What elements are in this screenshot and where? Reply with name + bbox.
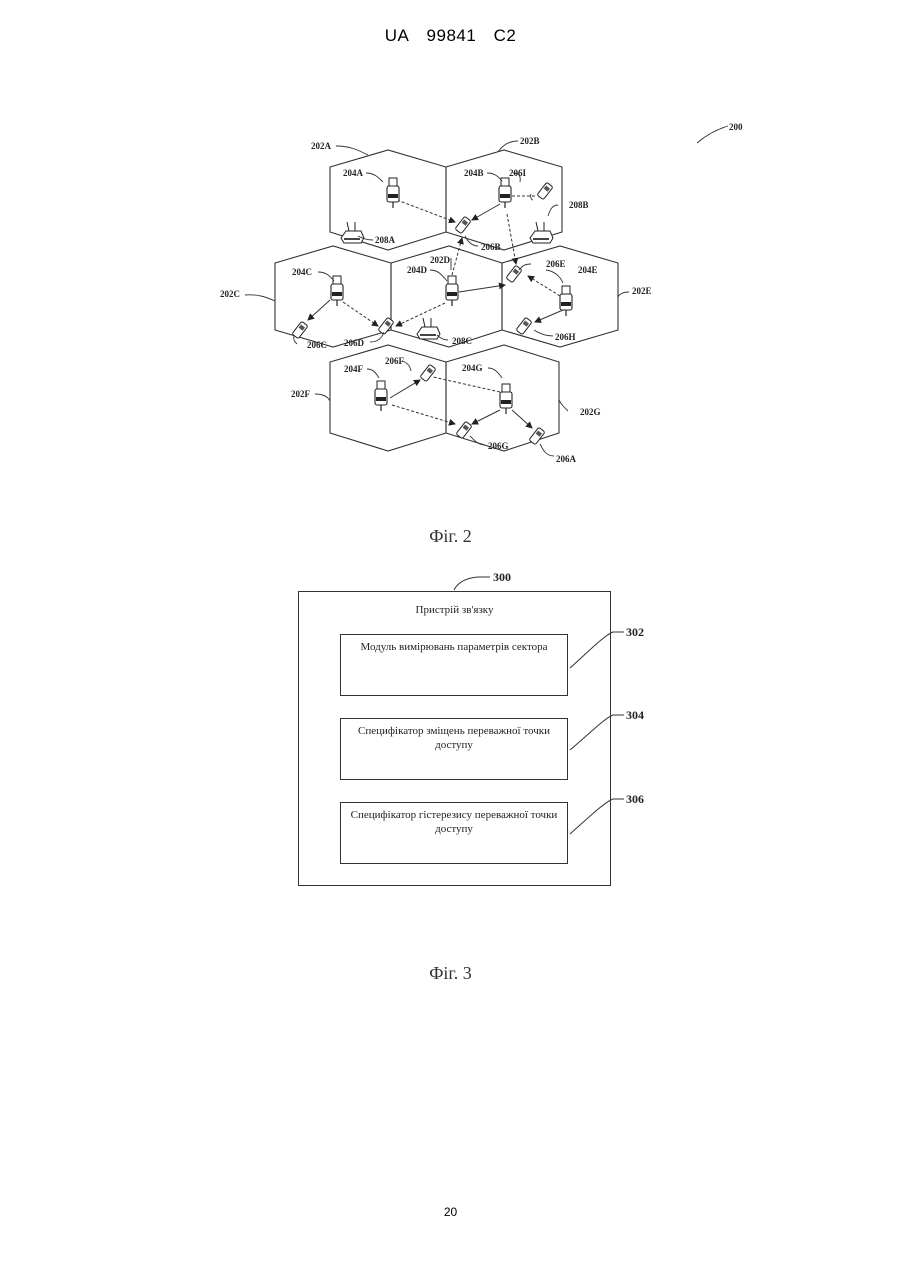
label-206d: 206D (344, 338, 365, 348)
page-number: 20 (0, 1205, 901, 1219)
femto-208a (341, 222, 364, 243)
label-204b: 204B (464, 168, 484, 178)
label-206e: 206E (546, 259, 566, 269)
label-200: 200 (729, 122, 743, 132)
terminal-206d (378, 317, 394, 335)
label-202c: 202C (220, 289, 240, 299)
terminal-206f (420, 364, 436, 382)
link-204g-206f (433, 377, 500, 392)
label-208c: 208C (452, 336, 472, 346)
femto-208c (417, 318, 440, 339)
label-202a: 202A (311, 141, 332, 151)
label-206b: 206B (481, 242, 501, 252)
device-title: Пристрій зв'язку (299, 604, 610, 616)
terminal-206i (537, 182, 553, 200)
communication-device-block: Пристрій зв'язку Модуль вимірювань парам… (298, 591, 611, 886)
label-208a: 208A (375, 235, 396, 245)
label-206f: 206F (385, 356, 405, 366)
link-204d-206d (396, 303, 445, 326)
access-point-204g (500, 384, 512, 414)
terminal-206e (506, 265, 522, 283)
label-204d: 204D (407, 265, 428, 275)
label-202g: 202G (580, 407, 601, 417)
label-206g: 206G (488, 441, 509, 451)
label-202f: 202F (291, 389, 311, 399)
terminal-206g (456, 421, 472, 439)
access-point-204e (560, 286, 572, 316)
label-202d: 202D (430, 255, 451, 265)
label-208b: 208B (569, 200, 589, 210)
link-204g-206a (512, 410, 532, 428)
label-204g: 204G (462, 363, 483, 373)
module-preferred-ap-hysteresis: Специфікатор гістерезису переважної точк… (340, 802, 568, 864)
access-point-204d (446, 276, 458, 306)
label-206i: 206I (509, 168, 527, 178)
access-point-204f (375, 381, 387, 411)
module-306-text: Специфікатор гістерезису переважної точк… (341, 803, 567, 836)
figure-2-caption: Фіг. 2 (0, 526, 901, 547)
label-204c: 204C (292, 267, 312, 277)
module-304-text: Специфікатор зміщень переважної точки до… (341, 719, 567, 752)
femto-208b (530, 222, 553, 243)
link-204b-206b (472, 204, 500, 220)
module-preferred-ap-offset: Специфікатор зміщень переважної точки до… (340, 718, 568, 780)
ref-306: 306 (626, 792, 644, 806)
label-204f: 204F (344, 364, 364, 374)
terminal-206b (455, 216, 471, 234)
figure-3-caption: Фіг. 3 (0, 963, 901, 984)
label-206a: 206A (556, 454, 577, 464)
access-point-204b (499, 178, 511, 208)
ref-300: 300 (493, 570, 511, 584)
link-204g-206g (472, 410, 500, 424)
terminal-206a (529, 427, 545, 445)
link-204d-206e (459, 285, 505, 292)
link-204e-206h (535, 310, 563, 322)
label-204a: 204A (343, 168, 364, 178)
link-204d-206b (452, 238, 462, 275)
terminal-206h (516, 317, 532, 335)
access-point-204a (387, 178, 399, 208)
link-204e-206e (528, 276, 560, 296)
label-206h: 206H (555, 332, 576, 342)
link-204f-206f (390, 380, 420, 398)
link-204b-206e (507, 214, 516, 264)
access-point-204c (331, 276, 343, 306)
label-206c: 206C (307, 340, 327, 350)
ref-304: 304 (626, 708, 644, 722)
label-204e: 204E (578, 265, 598, 275)
link-204c-206c (308, 300, 330, 320)
figure-2-diagram: 202A 202B 202C 202D 202E 202F 202G 200 2… (0, 0, 901, 520)
module-302-text: Модуль вимірювань параметрів сектора (341, 635, 567, 654)
module-sector-parameter-measurement: Модуль вимірювань параметрів сектора (340, 634, 568, 696)
label-202e: 202E (632, 286, 652, 296)
ref-302: 302 (626, 625, 644, 639)
link-204c-206d (343, 302, 378, 326)
label-202b: 202B (520, 136, 540, 146)
